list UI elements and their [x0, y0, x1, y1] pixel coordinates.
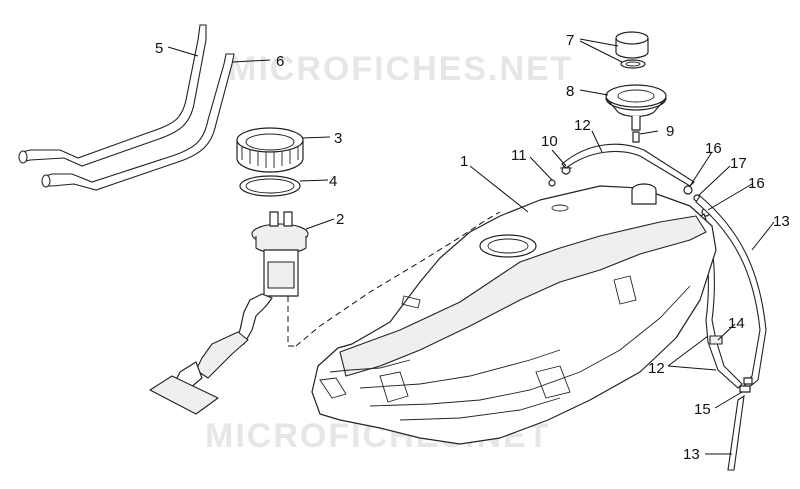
dash-line-tank — [295, 211, 501, 347]
callout-7: 7 — [566, 32, 574, 49]
filter-14 — [709, 335, 723, 345]
callout-16-top: 16 — [705, 140, 722, 157]
washer-11 — [548, 179, 556, 187]
callout-1: 1 — [460, 153, 468, 170]
callout-10: 10 — [541, 133, 558, 150]
callout-5: 5 — [155, 40, 163, 57]
callout-2: 2 — [336, 211, 344, 228]
callout-13-right: 13 — [773, 213, 790, 230]
fuel-pump-2 — [149, 211, 309, 415]
callout-12-bottom: 12 — [648, 360, 665, 377]
callout-13-bottom: 13 — [683, 446, 700, 463]
dash-line-pump — [287, 296, 296, 347]
lock-ring-3 — [236, 127, 304, 173]
filler-neck-8 — [605, 84, 667, 131]
callout-8: 8 — [566, 83, 574, 100]
callout-6: 6 — [276, 53, 284, 70]
hose-5 — [18, 24, 207, 167]
leader-lines — [167, 38, 775, 455]
watermark-top: MICROFICHES.NET — [228, 50, 573, 88]
callout-16-bottom: 16 — [748, 175, 765, 192]
hose-12-top — [561, 143, 695, 187]
callout-15: 15 — [694, 401, 711, 418]
callout-9: 9 — [666, 123, 674, 140]
filler-cap-7 — [615, 31, 649, 69]
connector-15 — [739, 377, 753, 393]
fuel-tank-1 — [311, 183, 717, 445]
callout-12-top: 12 — [574, 117, 591, 134]
gasket-4 — [239, 175, 301, 197]
callout-3: 3 — [334, 130, 342, 147]
callout-11: 11 — [511, 147, 527, 164]
callout-14: 14 — [728, 315, 745, 332]
hose-6 — [41, 53, 235, 191]
fitting-9 — [632, 131, 640, 143]
callout-labels: 5 6 3 4 2 7 8 9 10 11 12 1 16 17 16 13 1… — [155, 32, 790, 463]
callout-4: 4 — [329, 173, 337, 190]
callout-17: 17 — [730, 155, 747, 172]
